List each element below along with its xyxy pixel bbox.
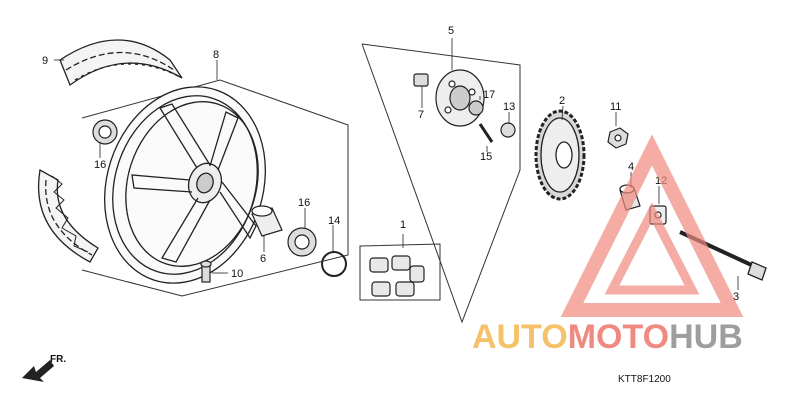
front-arrow-icon <box>22 360 54 382</box>
callout-part-13: 13 <box>503 101 515 113</box>
front-marker-label: FR. <box>50 354 66 365</box>
callout-part-14: 14 <box>328 215 340 227</box>
bearing-part-16-right <box>287 227 317 257</box>
seal-part-13 <box>500 122 516 138</box>
callout-part-11: 11 <box>610 101 621 113</box>
tire-part-9 <box>38 39 183 263</box>
watermark-inner-triangle-icon <box>604 202 700 295</box>
front-direction-marker: FR. <box>22 354 66 382</box>
watermark-logo <box>560 134 744 317</box>
watermark-text: AUTOMOTOHUB <box>472 318 743 356</box>
watermark-hub: HUB <box>669 318 743 356</box>
watermark-moto: MOTO <box>568 318 669 356</box>
callout-part-16-left: 16 <box>94 159 106 171</box>
bolt-part-10 <box>200 260 212 283</box>
callout-part-1: 1 <box>400 219 406 231</box>
callout-part-8: 8 <box>213 49 219 61</box>
callout-part-7: 7 <box>418 109 424 121</box>
hub-group-outline <box>361 43 521 324</box>
callout-part-10: 10 <box>231 268 243 280</box>
o-ring-part-14 <box>321 251 347 277</box>
callout-part-9: 9 <box>42 55 48 67</box>
callout-part-4: 4 <box>628 161 634 173</box>
damper-rubbers-part-1 <box>369 255 425 297</box>
watermark-auto: AUTO <box>472 318 568 356</box>
callout-part-17: 17 <box>483 89 495 101</box>
callout-part-16-right: 16 <box>298 197 310 209</box>
wheel-rim-part-8 <box>103 86 267 284</box>
bearing-part-17 <box>468 100 484 116</box>
bearing-part-16-left <box>92 119 118 145</box>
nut-part-11 <box>607 127 629 149</box>
callout-part-6: 6 <box>260 253 266 265</box>
callout-part-15: 15 <box>480 151 492 163</box>
driven-flange-part-5 <box>435 69 485 127</box>
callout-part-2: 2 <box>559 95 565 107</box>
callout-part-3: 3 <box>733 291 739 303</box>
collar-part-6 <box>251 205 283 237</box>
stud-bolt-part-15 <box>478 123 494 143</box>
watermark-triangle-icon <box>560 134 744 317</box>
sprocket-part-2 <box>534 109 586 201</box>
reference-code: KTT8F1200 <box>618 374 671 385</box>
callout-part-5: 5 <box>448 25 454 37</box>
damper-group-outline <box>359 243 441 301</box>
stud-part-7 <box>413 73 429 87</box>
